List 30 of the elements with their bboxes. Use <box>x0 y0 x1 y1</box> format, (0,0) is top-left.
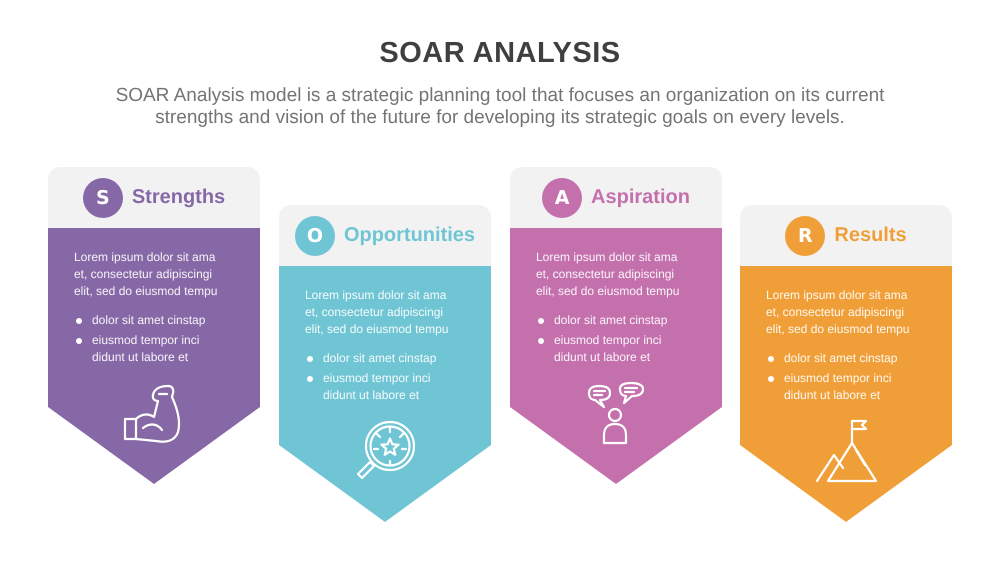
pentagon-panel <box>279 266 491 522</box>
letter-circle: S <box>82 178 123 218</box>
bullet-item: dolor sit amet cinstap <box>305 350 461 367</box>
bullet-item: dolor sit amet cinstap <box>536 312 692 329</box>
pentagon-panel <box>510 228 722 484</box>
card-heading: Opportunities <box>344 224 476 247</box>
description-text: Lorem ipsum dolor sit ama et, consectetur adipiscingi elit, sed do eiusmod tempu <box>766 287 910 338</box>
card-heading: Strengths <box>132 186 226 209</box>
header-band <box>510 167 722 228</box>
header-band <box>48 167 260 228</box>
bullet-item: eiusmod tempor inci didunt ut labore et <box>766 370 922 404</box>
card-heading: Results <box>834 224 907 247</box>
bullet-item: dolor sit amet cinstap <box>74 312 230 329</box>
description-text: Lorem ipsum dolor sit ama et, consectetur adipiscingi elit, sed do eiusmod tempu <box>74 249 218 300</box>
bullet-item: eiusmod tempor inci didunt ut labore et <box>305 370 461 404</box>
pentagon-panel <box>48 228 260 484</box>
description-text: Lorem ipsum dolor sit ama et, consectetur adipiscingi elit, sed do eiusmod tempu <box>305 287 450 338</box>
bullet-item: dolor sit amet cinstap <box>766 350 922 367</box>
letter-circle: O <box>294 216 335 256</box>
subtitle-text: SOAR Analysis model is a strategic planning tool that focuses an organization on its current strengths and vision of the future for developing its strategic goals on every levels. <box>114 85 886 129</box>
header-band <box>740 205 952 266</box>
bullet-item: eiusmod tempor inci didunt ut labore et <box>74 332 230 366</box>
pentagon-panel <box>740 266 952 522</box>
description-text: Lorem ipsum dolor sit ama et, consectetur adipiscingi elit, sed do eiusmod tempu <box>536 249 680 300</box>
bullet-item: eiusmod tempor inci didunt ut labore et <box>536 332 692 366</box>
letter-circle: A <box>542 178 582 218</box>
letter-circle: R <box>785 216 826 256</box>
card-heading: Aspiration <box>591 186 690 209</box>
page-title: SOAR ANALYSIS <box>379 37 621 69</box>
header-band <box>279 205 491 266</box>
